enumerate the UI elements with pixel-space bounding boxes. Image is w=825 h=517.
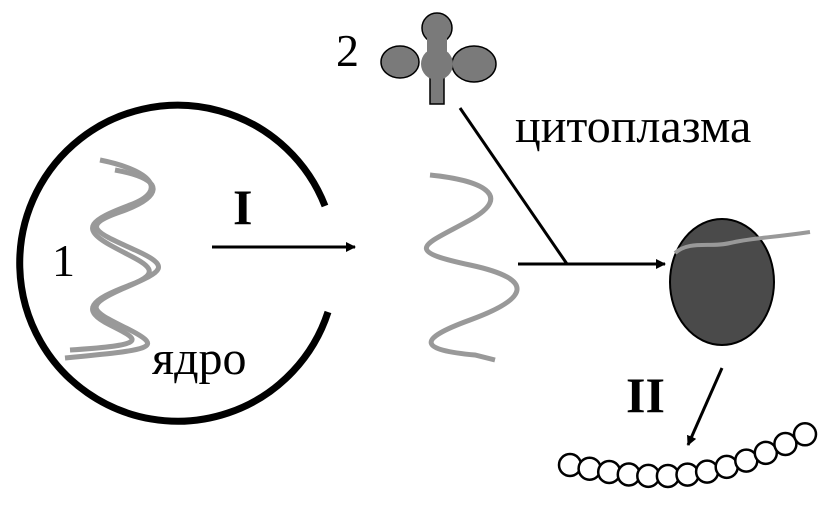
protein-bead [792, 422, 818, 447]
protein-bead [675, 462, 700, 487]
dna-double-helix [64, 157, 161, 361]
nucleus-membrane [16, 101, 332, 425]
nucleus-label: ядро [152, 332, 247, 385]
step-one-label: I [233, 179, 252, 235]
protein-bead [557, 452, 583, 478]
protein-bead [577, 456, 602, 481]
step-two-label: II [626, 367, 665, 423]
dna-strand-a [69, 157, 154, 353]
dna-number-label: 1 [52, 235, 75, 286]
protein-chain [557, 422, 818, 489]
trna-clover-icon [380, 12, 497, 105]
cytoplasm-label: цитоплазма [515, 100, 751, 153]
protein-bead [753, 440, 779, 466]
arrow-step-two [686, 367, 724, 446]
ribosome [669, 218, 775, 346]
dna-strand-b [64, 167, 161, 361]
ribosome-mrna-strand [673, 230, 811, 255]
protein-bead [773, 431, 798, 457]
trna-path-line [458, 107, 569, 265]
trna-number-label: 2 [336, 25, 359, 76]
protein-bead [694, 459, 720, 484]
mrna-strand [423, 172, 520, 363]
